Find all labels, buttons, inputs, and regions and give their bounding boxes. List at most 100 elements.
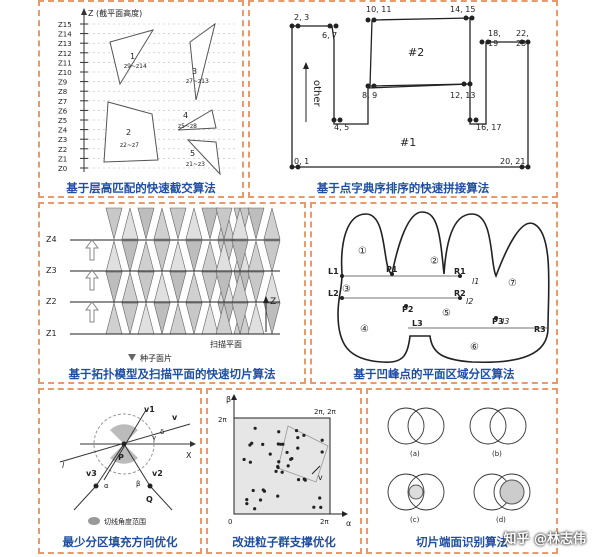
caption-lexicographic-stitch: 基于点字典序排序的快速拼接算法 (316, 181, 490, 195)
layer-intersection-diagram: Z (截平面高度) Z15Z14Z13Z12Z11Z10Z9Z8Z7Z6Z5Z4… (58, 8, 236, 176)
particle-dot (302, 433, 306, 437)
region-2-label: #2 (408, 46, 424, 59)
topology-slicing-diagram: Z4 Z3 Z2 Z1 Z 扫描平面 种子面片 (46, 207, 281, 363)
svg-text:δ: δ (160, 428, 164, 436)
svg-text:⑥: ⑥ (470, 342, 479, 353)
svg-text:R3: R3 (534, 325, 546, 334)
particle-dot (286, 464, 290, 468)
z-tick-label: Z4 (58, 127, 68, 135)
svg-text:18,: 18, (488, 29, 501, 38)
scan-plane-label: 扫描平面 (210, 339, 242, 349)
particle-dot (274, 469, 278, 473)
svg-text:3: 3 (192, 67, 197, 76)
particle-dot (276, 494, 280, 498)
panel-lexicographic-stitch: 2, 3 6, 7 10, 11 14, 15 18, 19 22, 23 8,… (248, 0, 558, 198)
particle-dot (253, 507, 257, 511)
svg-text:8, 9: 8, 9 (362, 91, 377, 100)
svg-text:v: v (318, 473, 323, 482)
svg-text:2π, 2π: 2π, 2π (314, 408, 337, 416)
z-tick-label: Z14 (58, 31, 72, 39)
svg-text:z9~z14: z9~z14 (124, 63, 147, 70)
z-tick-label: Z7 (58, 98, 67, 106)
panel-pso-support: v β 2π 2π, 2π 0 2π α 改进粒子群支撑优化 (206, 388, 362, 554)
svg-text:l2: l2 (466, 297, 473, 306)
caption-slice-end-face: 切片端面识别算法 (416, 535, 508, 549)
caption-pso-support: 改进粒子群支撑优化 (232, 535, 336, 549)
svg-text:P1: P1 (386, 265, 398, 274)
svg-text:19: 19 (488, 39, 498, 48)
svg-text:R2: R2 (454, 289, 466, 298)
other-label: other (311, 80, 322, 108)
svg-text:X: X (186, 451, 192, 460)
fill-direction-diagram: X v1 v v3 v2 P Q l α β γ δ 切线角度范围 (59, 405, 196, 526)
svg-text:P3: P3 (492, 317, 503, 326)
caption-fill-direction: 最少分区填充方向优化 (62, 535, 178, 549)
stitch-diagram: 2, 3 6, 7 10, 11 14, 15 18, 19 22, 23 8,… (289, 5, 531, 170)
svg-text:Z2: Z2 (46, 297, 57, 306)
svg-text:v: v (172, 413, 178, 422)
svg-text:Q: Q (146, 495, 153, 504)
svg-text:②: ② (430, 256, 439, 267)
particle-dot (296, 435, 300, 440)
z-axis-title: Z (截平面高度) (88, 8, 142, 18)
particle-dot (320, 450, 324, 454)
z-tick-label: Z11 (58, 59, 72, 67)
particle-dot (245, 497, 249, 502)
svg-text:10, 11: 10, 11 (366, 5, 391, 14)
particle-dot (319, 505, 323, 510)
svg-text:0, 1: 0, 1 (294, 157, 309, 166)
z-tick-label: Z1 (58, 155, 67, 163)
particle-dot (290, 456, 294, 461)
svg-text:β: β (136, 480, 140, 488)
particle-dot (302, 477, 306, 481)
svg-text:⑦: ⑦ (508, 278, 517, 289)
particle-dot (278, 442, 283, 446)
svg-text:P2: P2 (402, 305, 413, 314)
svg-text:L2: L2 (328, 289, 339, 298)
svg-text:1: 1 (130, 52, 135, 61)
svg-text:z1~z3: z1~z3 (186, 161, 205, 168)
z-tick-label: Z9 (58, 79, 67, 87)
z-tick-label: Z6 (58, 107, 68, 115)
svg-text:4: 4 (183, 111, 188, 120)
particle-dot (277, 430, 281, 434)
svg-text:z7~z13: z7~z13 (186, 78, 209, 85)
svg-text:5: 5 (190, 149, 195, 158)
svg-text:⑤: ⑤ (442, 308, 451, 319)
particle-dot (242, 457, 246, 462)
z-tick-label: Z3 (58, 136, 67, 144)
particle-dot (280, 470, 284, 474)
particle-dot (296, 446, 300, 450)
particle-dot (281, 442, 285, 446)
particle-dot (296, 478, 301, 482)
z-tick-label: Z10 (58, 69, 72, 77)
panel-topology-slicing: Z4 Z3 Z2 Z1 Z 扫描平面 种子面片 基于拓扑模型及扫描平面的快速切片… (38, 202, 306, 384)
particle-dot (261, 442, 265, 446)
particle-dot (312, 505, 316, 509)
svg-text:(c): (c) (410, 516, 420, 524)
svg-text:0: 0 (228, 518, 232, 526)
svg-text:(b): (b) (492, 450, 502, 458)
particle-dot (258, 498, 263, 502)
z-tick-label: Z5 (58, 117, 67, 125)
particle-dot (318, 496, 322, 500)
z-tick-label: Z0 (58, 165, 67, 173)
svg-text:z5~z8: z5~z8 (178, 123, 197, 130)
caption-layer-intersection: 基于层高匹配的快速截交算法 (66, 181, 216, 195)
svg-text:2π: 2π (320, 518, 329, 526)
particle-dot (253, 426, 257, 430)
particle-dot (250, 441, 254, 445)
particle-dot (294, 428, 299, 433)
particle-dot (320, 438, 324, 442)
svg-text:l: l (62, 461, 65, 470)
region-1-label: #1 (400, 136, 416, 149)
particle-dot (251, 488, 255, 493)
svg-text:v2: v2 (152, 469, 163, 478)
panel-slice-end-face: (a) (b) (c) (d) 切片端面识别算法 (366, 388, 558, 554)
particle-dot (285, 450, 289, 455)
svg-text:v1: v1 (144, 405, 155, 414)
svg-text:β: β (226, 395, 231, 404)
panel-fill-direction: X v1 v v3 v2 P Q l α β γ δ 切线角度范围 最少分区填充… (38, 388, 202, 554)
caption-topology-slicing: 基于拓扑模型及扫描平面的快速切片算法 (68, 367, 276, 381)
svg-text:23: 23 (516, 39, 526, 48)
